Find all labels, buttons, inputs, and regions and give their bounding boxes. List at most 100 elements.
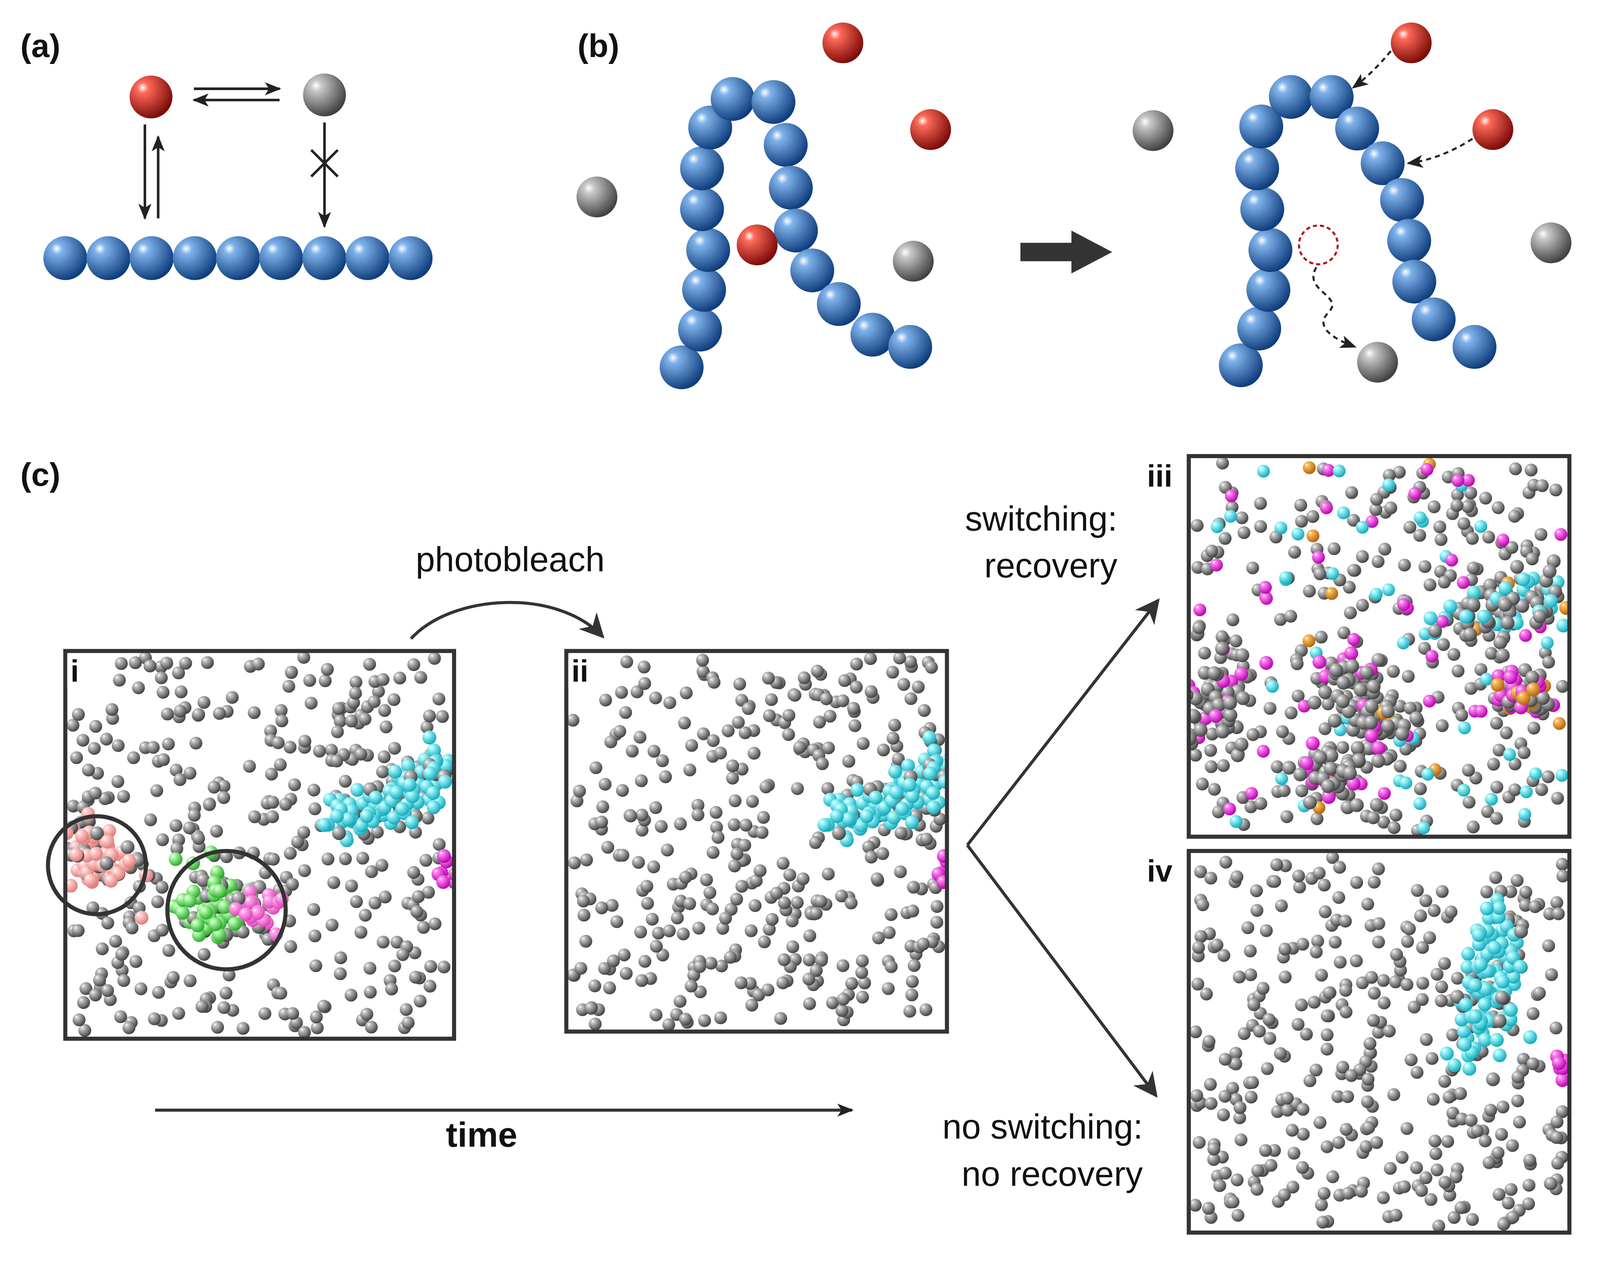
cluster-particle — [1323, 761, 1338, 776]
inactive-particle — [574, 961, 588, 975]
inactive-particle — [266, 795, 280, 809]
inactive-particle — [212, 706, 227, 720]
inactive-particle — [219, 986, 233, 1000]
inactive-particle — [89, 719, 103, 734]
active-particle — [1496, 533, 1510, 547]
cluster-particle — [829, 809, 844, 824]
cluster-particle — [1345, 659, 1360, 674]
inactive-particle — [788, 689, 802, 703]
polymer-bead — [258, 236, 303, 281]
inactive-particle — [603, 981, 617, 995]
inactive-particle — [649, 939, 663, 953]
inactive-particle — [437, 960, 451, 974]
switch-arrow — [193, 98, 280, 101]
inactive-particle — [1370, 492, 1384, 506]
inactive-particle — [726, 771, 740, 785]
cluster-particle — [1307, 695, 1322, 710]
cluster-particle — [120, 840, 135, 854]
polymer-bead — [680, 187, 725, 232]
inactive-particle — [1461, 763, 1475, 777]
active-particle — [1319, 501, 1333, 515]
inactive-particle — [714, 746, 728, 760]
inactive-particle — [308, 929, 322, 943]
inactive-particle — [376, 935, 390, 949]
inactive-particle — [1376, 974, 1390, 988]
inactive-particle — [197, 948, 211, 962]
inactive-particle — [1356, 599, 1370, 613]
inactive-particle — [1551, 791, 1565, 805]
inactive-particle — [285, 666, 299, 680]
inactive-particle — [275, 714, 289, 728]
inactive-particle — [739, 818, 753, 832]
inactive-particle — [432, 692, 446, 706]
inactive-particle — [919, 1003, 933, 1017]
inactive-particle — [354, 926, 368, 940]
inactive-particle — [401, 1016, 415, 1030]
cluster-particle — [1371, 754, 1385, 769]
cluster-particle — [1353, 682, 1368, 697]
cluster-particle — [1498, 597, 1513, 612]
inactive-particle — [1418, 560, 1432, 574]
inactive-particle — [258, 1007, 272, 1021]
inactive-particle — [183, 974, 197, 988]
inactive-particle — [1333, 955, 1347, 969]
cluster-particle — [937, 849, 946, 863]
cluster-particle — [83, 873, 98, 888]
inactive-particle — [836, 959, 850, 973]
inactive-particle — [1366, 811, 1380, 825]
inactive-particle — [183, 766, 197, 780]
inactive-particle — [1343, 606, 1357, 620]
inactive-particle — [313, 744, 327, 758]
inactive-particle — [719, 911, 733, 925]
inactive-particle — [601, 840, 615, 854]
inactive-particle — [143, 659, 157, 673]
inactive-particle — [1541, 770, 1555, 784]
inactive-particle — [307, 903, 321, 917]
inactive-particle — [309, 1010, 323, 1024]
active-particle — [1312, 550, 1326, 565]
cluster-particle — [395, 802, 409, 817]
cluster-particle — [447, 867, 453, 882]
dashed-arrow — [1353, 50, 1392, 88]
polymer-bead — [888, 324, 933, 369]
inactive-particle — [906, 904, 920, 918]
inactive-particle — [876, 847, 890, 861]
inactive-particle — [662, 1018, 676, 1031]
cluster-particle — [438, 774, 453, 789]
inactive-particle — [267, 852, 281, 866]
active-particle — [1275, 772, 1289, 786]
cluster-particle — [1369, 797, 1384, 812]
panel-a-illustration — [43, 73, 433, 280]
inactive-particle — [774, 1011, 788, 1025]
inactive-particle — [436, 710, 450, 724]
inactive-particle — [850, 657, 864, 671]
cluster-particle — [1329, 663, 1344, 678]
polymer-bead — [682, 267, 727, 312]
inactive-particle — [333, 967, 347, 981]
inactive-particle — [802, 953, 816, 967]
inactive-particle — [303, 673, 317, 687]
cluster-particle — [888, 764, 903, 779]
vacated-site — [1299, 225, 1338, 265]
inactive-particle — [838, 674, 852, 688]
inactive-particle — [338, 852, 352, 866]
active-particle — [1274, 521, 1288, 535]
inactive-particle — [298, 864, 312, 878]
cluster-particle — [1215, 641, 1230, 656]
inactive-particle — [640, 880, 654, 894]
inactive-particle — [893, 651, 907, 665]
inactive-particle — [589, 761, 603, 775]
inactive-particle — [633, 730, 647, 745]
cluster-particle — [368, 790, 383, 805]
inactive-particle — [845, 976, 859, 990]
cluster-particle — [1344, 646, 1359, 661]
inactive-particle — [786, 940, 800, 954]
cluster-particle — [1493, 635, 1508, 650]
polymer-bead — [1248, 228, 1293, 273]
inactive-particle — [310, 1021, 324, 1035]
inactive-particle — [822, 741, 836, 755]
inactive-particle — [678, 716, 692, 730]
inactive-particle — [738, 726, 752, 740]
inactive-particle — [741, 702, 756, 716]
cluster-particle — [175, 905, 190, 920]
